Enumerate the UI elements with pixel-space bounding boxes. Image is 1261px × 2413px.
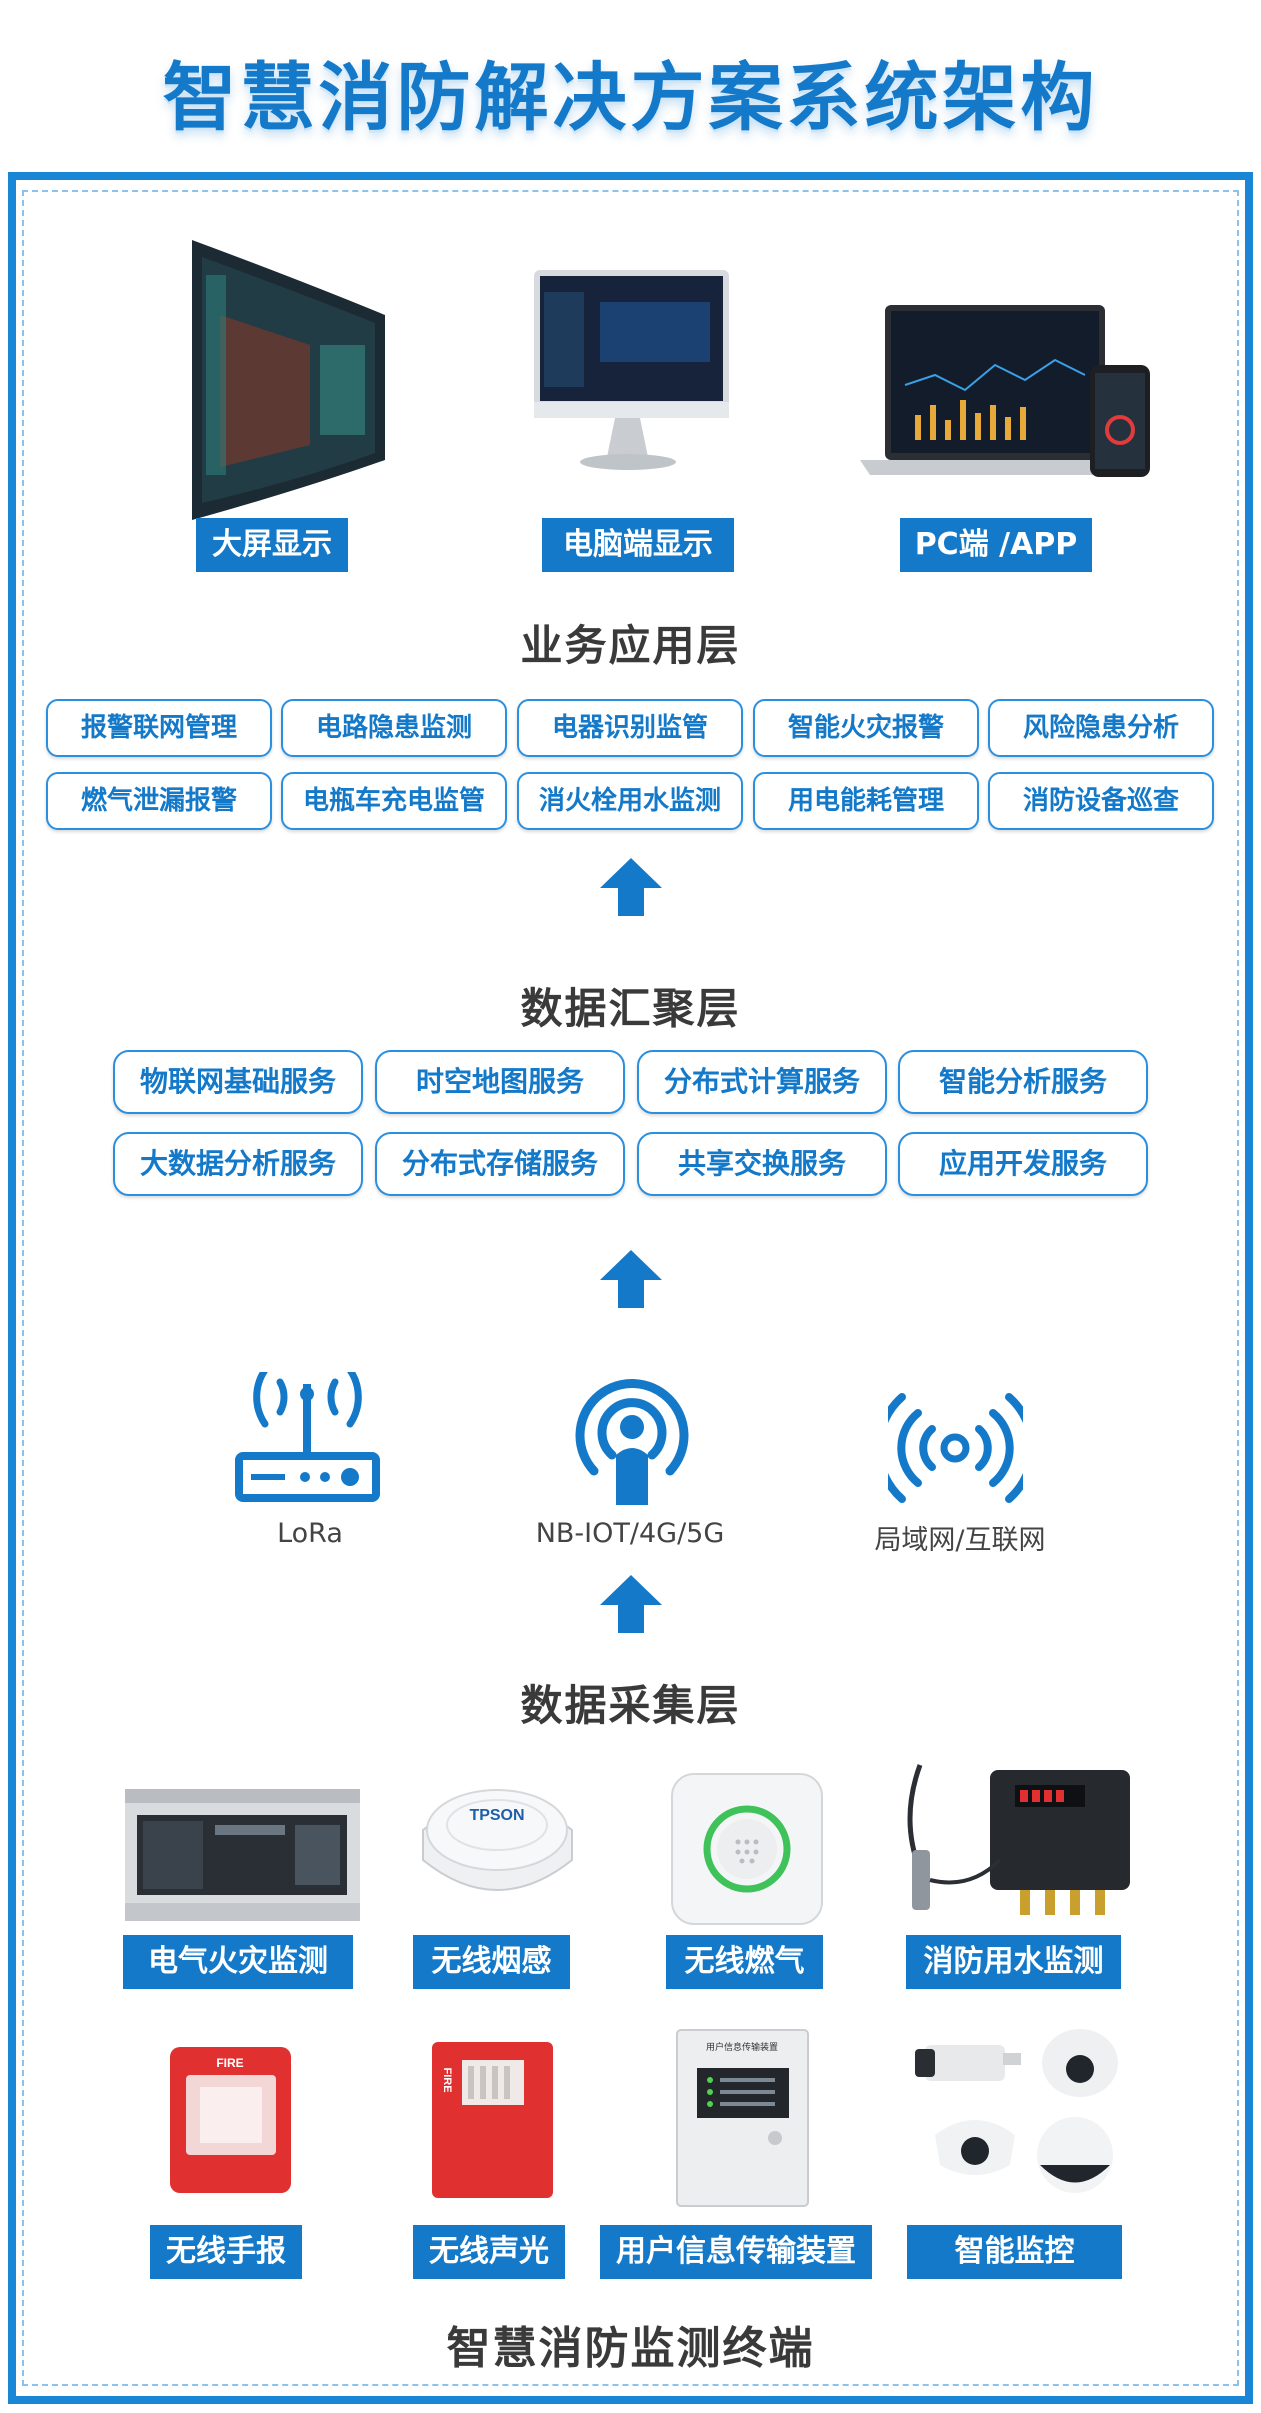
gas-detector-icon — [671, 1773, 823, 1925]
business-item: 风险隐患分析 — [988, 699, 1214, 757]
device-label-smart-cctv: 智能监控 — [907, 2225, 1122, 2279]
up-arrow-icon — [600, 1575, 662, 1633]
display-label-big-screen: 大屏显示 — [196, 518, 348, 572]
display-label-desktop: 电脑端显示 — [542, 518, 734, 572]
network-label-lora: LoRa — [277, 1518, 343, 1549]
network-label-lan-internet: 局域网/互联网 — [874, 1525, 1046, 1556]
business-item: 电器识别监管 — [517, 699, 743, 757]
water-pressure-sensor-icon — [907, 1764, 1130, 1915]
data-service-item: 大数据分析服务 — [113, 1132, 363, 1196]
business-item: 智能火灾报警 — [753, 699, 979, 757]
device-label-electrical-fire: 电气火灾监测 — [123, 1935, 353, 1989]
network-label-nb-iot: NB-IOT/4G/5G — [535, 1518, 725, 1549]
up-arrow-icon — [600, 858, 662, 916]
sound-light-alarm-icon: FIRE — [430, 2040, 555, 2200]
cctv-camera-icon — [915, 2029, 1118, 2193]
page-title: 智慧消防解决方案系统架构 — [162, 55, 1099, 141]
data-service-item: 分布式存储服务 — [375, 1132, 625, 1196]
data-service-item: 物联网基础服务 — [113, 1050, 363, 1114]
manual-alarm-icon: FIRE — [168, 2045, 293, 2195]
business-item: 燃气泄漏报警 — [46, 772, 272, 830]
data-service-item: 共享交换服务 — [637, 1132, 887, 1196]
business-item: 电路隐患监测 — [281, 699, 507, 757]
svg-text:用户信息传输装置: 用户信息传输装置 — [706, 2041, 778, 2053]
business-item: 用电能耗管理 — [753, 772, 979, 830]
business-item: 消火栓用水监测 — [517, 772, 743, 830]
wireless-broadcast-icon — [888, 1393, 1023, 1503]
device-label-smoke: 无线烟感 — [413, 1935, 570, 1989]
device-label-water-monitor: 消防用水监测 — [906, 1935, 1121, 1989]
collection-layer-title: 数据采集层 — [520, 1681, 741, 1730]
inner-dashed-frame — [22, 190, 1239, 2386]
svg-text:FIRE: FIRE — [441, 2067, 453, 2092]
footer-title: 智慧消防监测终端 — [446, 2323, 815, 2374]
data-service-item: 智能分析服务 — [898, 1050, 1148, 1114]
data-service-item: 应用开发服务 — [898, 1132, 1148, 1196]
electrical-monitor-device-icon — [125, 1789, 360, 1921]
svg-text:TPSON: TPSON — [469, 1807, 524, 1824]
business-item: 报警联网管理 — [46, 699, 272, 757]
outer-frame — [8, 172, 1253, 2404]
business-item: 电瓶车充电监管 — [281, 772, 507, 830]
smoke-detector-icon: TPSON — [415, 1770, 580, 1930]
svg-text:FIRE: FIRE — [216, 2056, 243, 2070]
device-label-gas: 无线燃气 — [666, 1935, 823, 1989]
desktop-monitor-icon — [520, 262, 735, 482]
business-item: 消防设备巡查 — [988, 772, 1214, 830]
display-label-pc-app: PC端 /APP — [900, 518, 1092, 572]
device-label-info-transmission: 用户信息传输装置 — [600, 2225, 872, 2279]
device-label-sound-light: 无线声光 — [413, 2225, 565, 2279]
curved-screen-icon — [180, 235, 395, 520]
laptop-phone-icon — [855, 305, 1155, 485]
up-arrow-icon — [600, 1250, 662, 1308]
business-layer-title: 业务应用层 — [520, 621, 741, 670]
data-layer-title: 数据汇聚层 — [520, 984, 741, 1033]
lora-router-icon — [235, 1372, 380, 1502]
info-transmission-device-icon: 用户信息传输装置 — [675, 2028, 810, 2208]
data-service-item: 分布式计算服务 — [637, 1050, 887, 1114]
device-label-manual-alarm: 无线手报 — [150, 2225, 302, 2279]
nb-iot-signal-icon — [575, 1379, 689, 1505]
data-service-item: 时空地图服务 — [375, 1050, 625, 1114]
